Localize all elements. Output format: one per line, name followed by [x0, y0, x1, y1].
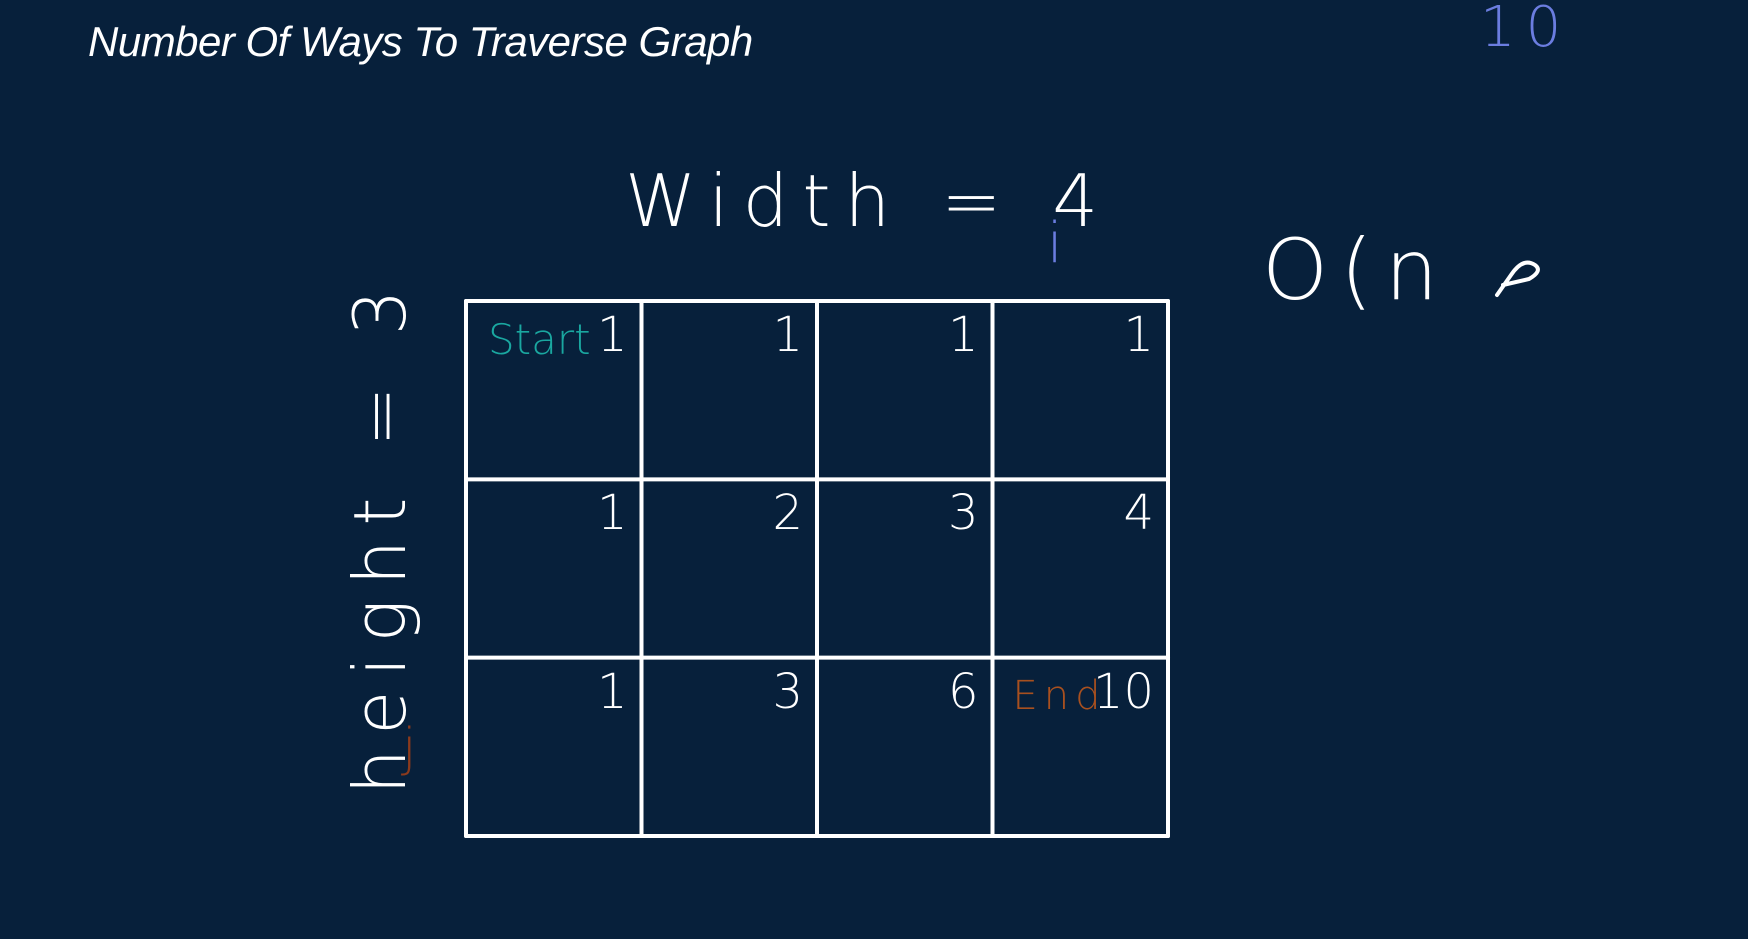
grid-cell-value: 10 [1092, 663, 1154, 720]
end-marker: End [1012, 672, 1107, 719]
corner-note: 10 [1480, 0, 1572, 60]
width-label: Width = 4 [625, 159, 1113, 243]
grid-cell-value: 1 [772, 307, 803, 363]
grid-cell-value: 6 [947, 663, 979, 720]
complexity-note: O(n [1262, 228, 1549, 312]
column-index-label: i [1047, 211, 1063, 276]
grid-cell-value: 1 [596, 663, 628, 720]
grid-cell-value: 3 [772, 663, 803, 720]
grid-cell-value: 4 [1123, 485, 1154, 542]
row-index-label: j [402, 718, 417, 778]
grid-cell-value: 1 [947, 307, 979, 363]
page-title: Number Of Ways To Traverse Graph [88, 18, 753, 65]
grid-cell-value: 3 [947, 485, 979, 542]
grid-cell-value: 1 [596, 485, 628, 542]
grid-cell-value: 2 [772, 485, 803, 542]
start-marker: Start [488, 315, 591, 364]
grid-cell-value: 1 [596, 307, 628, 363]
complexity-text: O(n [1262, 221, 1451, 319]
partial-stroke-icon [1494, 260, 1540, 297]
grid-cell-value: 1 [1123, 307, 1154, 363]
